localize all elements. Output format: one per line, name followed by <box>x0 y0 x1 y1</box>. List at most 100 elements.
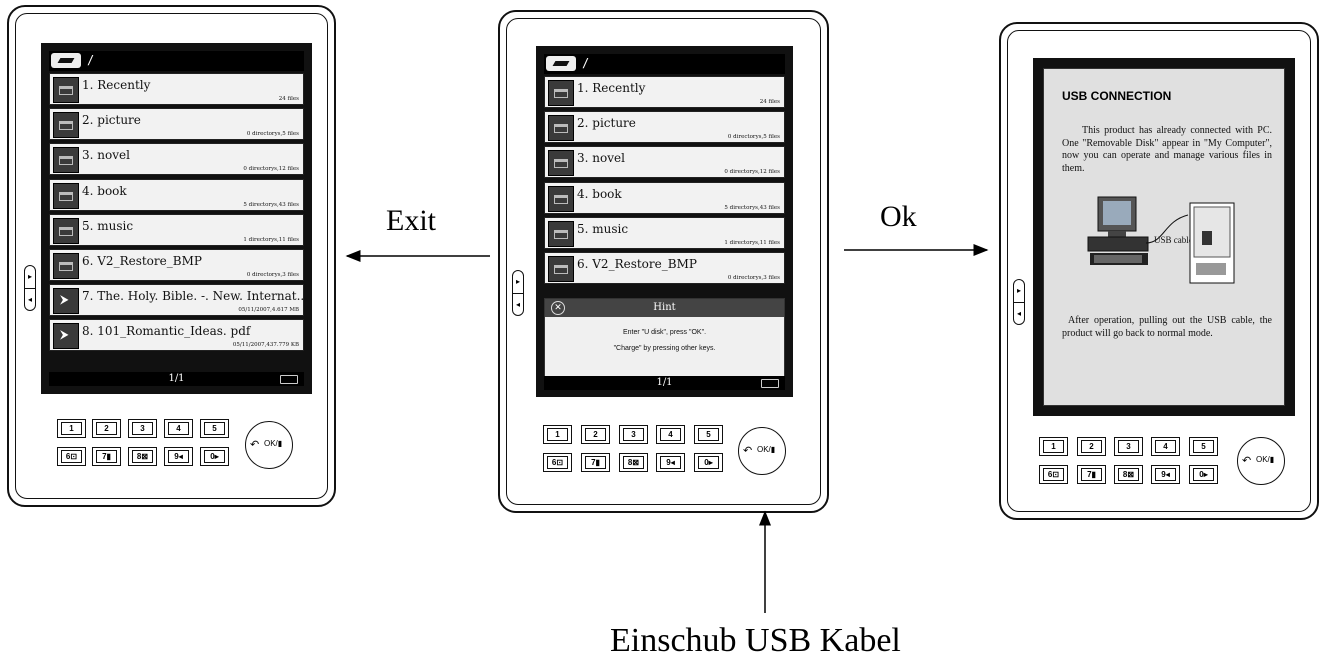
key-2[interactable]: 2 <box>1077 437 1106 456</box>
ok-button[interactable]: ↶ OK/▮ <box>738 427 786 475</box>
key-3[interactable]: 3 <box>619 425 648 444</box>
key-8[interactable]: 8⊠ <box>1114 465 1143 484</box>
side-up-icon[interactable]: ▸ <box>25 266 35 289</box>
key-7[interactable]: 7▮ <box>581 453 610 472</box>
hint-dialog: ✕ Hint Enter "U disk", press "OK". "Char… <box>544 298 785 381</box>
list-item[interactable]: 4. book 5 directorys,43 files <box>49 178 304 211</box>
folder-icon <box>53 112 79 139</box>
key-7[interactable]: 7▮ <box>1077 465 1106 484</box>
page-indicator: 1/1 <box>656 377 673 388</box>
computer-icon <box>1087 196 1149 265</box>
battery-icon <box>280 375 298 384</box>
item-meta: 24 files <box>759 99 780 105</box>
item-meta: 24 files <box>278 96 299 102</box>
list-item[interactable]: 3. novel 0 directorys,12 files <box>49 143 304 176</box>
key-9[interactable]: 9◂ <box>656 453 685 472</box>
ok-flow-label: Ok <box>880 200 917 233</box>
middle-side-buttons[interactable]: ▸ ◂ <box>512 270 524 316</box>
pdf-file-icon <box>53 323 79 350</box>
key-4[interactable]: 4 <box>1151 437 1180 456</box>
key-6[interactable]: 6⊡ <box>1039 465 1068 484</box>
key-5[interactable]: 5 <box>200 419 229 438</box>
folder-icon <box>53 252 79 279</box>
key-0[interactable]: 0▸ <box>200 447 229 466</box>
side-down-icon[interactable]: ◂ <box>515 300 520 309</box>
side-down-icon[interactable]: ◂ <box>1016 309 1021 318</box>
middle-ereader-frame <box>506 18 821 505</box>
key-3[interactable]: 3 <box>1114 437 1143 456</box>
hint-body: Enter "U disk", press "OK". "Charge" by … <box>545 317 784 381</box>
item-meta: 0 directorys,12 files <box>724 169 780 176</box>
right-ereader-frame <box>1007 30 1311 512</box>
item-meta: 1 directorys,11 files <box>724 239 780 246</box>
key-1[interactable]: 1 <box>1039 437 1068 456</box>
folder-icon <box>548 115 574 142</box>
key-0[interactable]: 0▸ <box>1189 465 1218 484</box>
usb-paragraph-2: After operation, pulling out the USB cab… <box>1062 315 1272 339</box>
path-label: / <box>582 56 590 70</box>
item-meta: 0 directorys,3 files <box>246 271 299 278</box>
key-9[interactable]: 9◂ <box>164 447 193 466</box>
middle-path-bar: / <box>544 54 785 74</box>
item-name: 1. Recently <box>577 81 646 95</box>
item-name: 1. Recently <box>82 78 151 92</box>
key-4[interactable]: 4 <box>164 419 193 438</box>
ok-button[interactable]: ↶ OK/▮ <box>245 421 293 469</box>
key-0[interactable]: 0▸ <box>694 453 723 472</box>
key-3[interactable]: 3 <box>128 419 157 438</box>
key-8[interactable]: 8⊠ <box>128 447 157 466</box>
item-meta: 05/11/2007,4.617 MB <box>238 307 299 314</box>
key-6[interactable]: 6⊡ <box>543 453 572 472</box>
ok-label: OK/▮ <box>264 439 283 448</box>
item-name: 3. novel <box>82 148 130 163</box>
close-icon[interactable]: ✕ <box>551 301 565 315</box>
key-5[interactable]: 5 <box>1189 437 1218 456</box>
folder-icon <box>548 150 574 177</box>
list-item[interactable]: 8. 101_Romantic_Ideas. pdf05/11/2007,437… <box>49 319 304 352</box>
key-6[interactable]: 6⊡ <box>57 447 86 466</box>
usb-paragraph-1: This product has already connected with … <box>1062 125 1272 174</box>
key-5[interactable]: 5 <box>694 425 723 444</box>
key-2[interactable]: 2 <box>92 419 121 438</box>
hint-header: ✕ Hint <box>545 299 784 317</box>
item-meta: 0 directorys,12 files <box>243 166 299 173</box>
key-7[interactable]: 7▮ <box>92 447 121 466</box>
key-1[interactable]: 1 <box>57 419 86 438</box>
key-8[interactable]: 8⊠ <box>619 453 648 472</box>
key-9[interactable]: 9◂ <box>1151 465 1180 484</box>
ok-button[interactable]: ↶ OK/▮ <box>1237 437 1285 485</box>
left-side-buttons[interactable]: ▸ ◂ <box>24 265 36 311</box>
side-up-icon[interactable]: ▸ <box>1014 280 1024 303</box>
left-status-bar: 1/1 <box>49 372 304 386</box>
item-name: 2. picture <box>577 116 636 131</box>
item-meta: 5 directorys,43 files <box>243 201 299 208</box>
key-4[interactable]: 4 <box>656 425 685 444</box>
item-meta: 0 directorys,5 files <box>727 134 780 141</box>
item-name: 4. book <box>82 183 127 198</box>
key-2[interactable]: 2 <box>581 425 610 444</box>
list-item[interactable]: 1. Recently 24 files <box>544 76 785 108</box>
side-down-icon[interactable]: ◂ <box>27 295 32 304</box>
folder-icon <box>53 182 79 209</box>
folder-icon <box>548 220 574 247</box>
key-1[interactable]: 1 <box>543 425 572 444</box>
path-label: / <box>87 53 95 67</box>
right-side-buttons[interactable]: ▸ ◂ <box>1013 279 1025 325</box>
list-item[interactable]: 7. The. Holy. Bible. -. New. Internat...… <box>49 284 308 317</box>
side-up-icon[interactable]: ▸ <box>513 271 523 294</box>
item-meta: 0 directorys,5 files <box>246 131 299 138</box>
item-name: 7. The. Holy. Bible. -. New. Internat... <box>82 289 309 304</box>
usb-connection-page: USB CONNECTION This product has already … <box>1043 68 1285 406</box>
list-item[interactable]: 2. picture 0 directorys,5 files <box>544 111 785 144</box>
pen-icon <box>51 53 81 68</box>
list-item[interactable]: 1. Recently 24 files <box>49 73 304 105</box>
